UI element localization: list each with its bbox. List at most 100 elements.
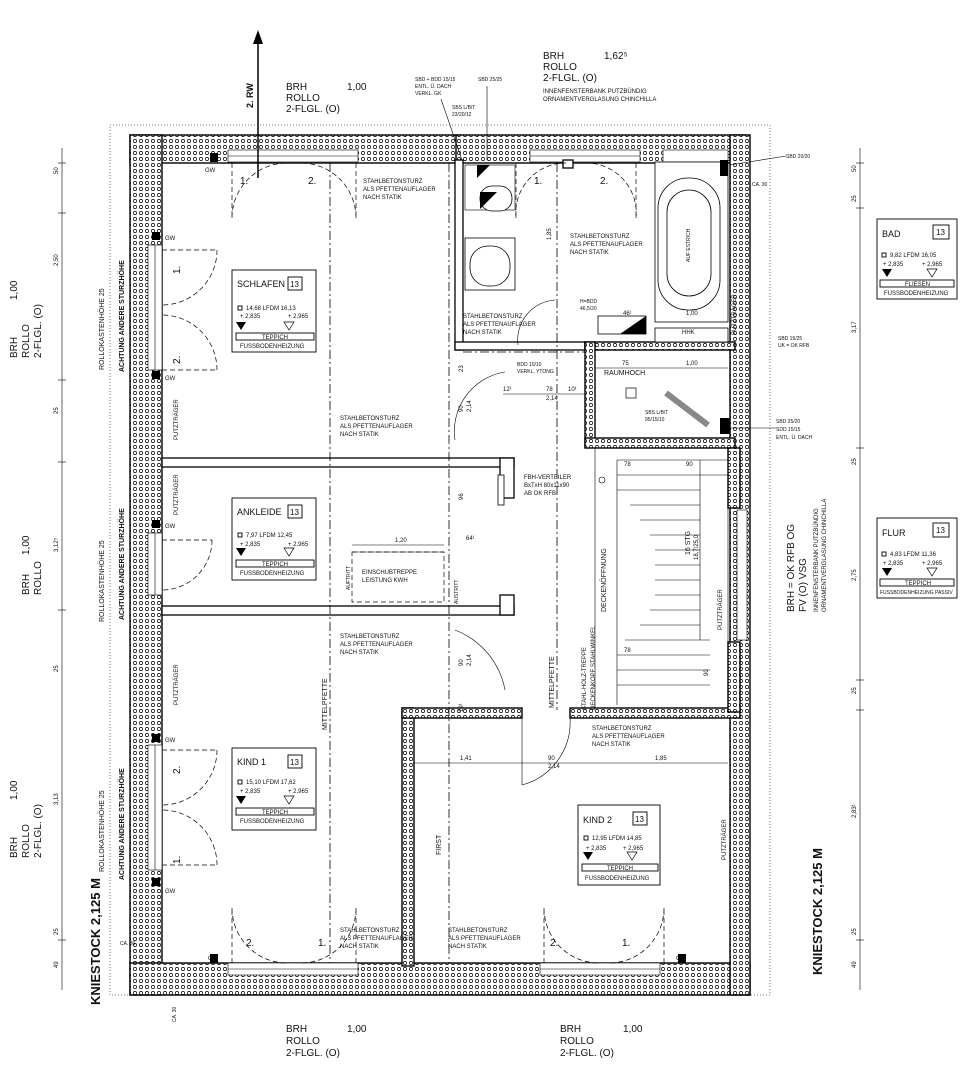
window-type: 2-FLGL. (O) (543, 73, 597, 84)
svg-text:+ 2,835: + 2,835 (883, 561, 904, 567)
svg-text:2.: 2. (172, 356, 183, 364)
dimension: 2,50 (54, 254, 60, 266)
putztraeger-label: PUTZTRÄGER (717, 589, 724, 630)
gw-label: GW (165, 524, 176, 530)
svg-text:4,83 LFDM 11,36: 4,83 LFDM 11,36 (890, 552, 937, 558)
sturz-note: STAHLBETONSTURZ ALS PFETTENAUFLAGER NACH… (448, 928, 521, 950)
dimension: 2,14 (548, 764, 560, 770)
svg-text:NACH STATIK: NACH STATIK (340, 650, 379, 656)
note: SDD 15/15 (776, 427, 801, 433)
dimension: 19¹ (459, 703, 465, 712)
window-type: 2-FLGL. (O) (286, 104, 340, 115)
svg-text:1.: 1. (318, 938, 326, 949)
svg-text:+ 2,965: + 2,965 (288, 542, 309, 548)
rollokasten-note: ROLLOKASTENHÖHE 25 (98, 790, 106, 872)
dimension: 90 (459, 405, 465, 412)
wall-markers (152, 153, 686, 963)
stair-type: STAHL-HOLZ-TREPPE (582, 647, 588, 710)
putztraeger-label: PUTZTRÄGER (721, 819, 728, 860)
aufestrich-label: AUF ESTRICH (686, 228, 692, 262)
bathroom-fixtures (464, 160, 730, 434)
svg-text:12,95 LFDM 14,85: 12,95 LFDM 14,85 (592, 836, 642, 842)
sill-note: INNENFENSTERBANK PUTZBÜNDIG (543, 88, 647, 95)
dimension: 1,85 (547, 228, 553, 240)
rollo-label: ROLLO (286, 93, 320, 104)
dimension: 78 (624, 462, 631, 468)
dimension: 25 (852, 195, 858, 202)
svg-text:1.: 1. (172, 266, 183, 274)
interior-walls (161, 159, 741, 967)
room-stamp-kind1: KIND 1 13 15,10 LFDM 17,62 + 2,835 + 2,9… (231, 747, 317, 831)
note: SBD + BDD 15/15 (415, 77, 456, 83)
brh-label: BRH (543, 51, 564, 62)
rollokasten-note: ROLLOKASTENHÖHE 25 (98, 540, 106, 622)
dimension: 96 (459, 493, 465, 500)
glazing-type: FV (O) VSG (798, 558, 809, 612)
svg-text:+ 2,835: + 2,835 (240, 314, 261, 320)
dimension: 2,75 (852, 569, 858, 581)
putztraeger-label: PUTZTRÄGER (173, 474, 180, 515)
svg-text:FUSSBODENHEIZUNG: FUSSBODENHEIZUNG (240, 819, 305, 825)
dimension: 25 (852, 458, 858, 465)
dimension: 10¹ (568, 387, 577, 393)
svg-text:1.: 1. (534, 176, 542, 187)
svg-text:+ 2,835: + 2,835 (240, 542, 261, 548)
svg-text:ALS PFETTENAUFLAGER: ALS PFETTENAUFLAGER (340, 424, 413, 430)
room-stamp-kind2: KIND 2 13 12,95 LFDM 14,85 + 2,835 + 2,9… (577, 804, 661, 886)
sturz-note: STAHLBETONSTURZ ALS PFETTENAUFLAGER NACH… (463, 314, 536, 336)
svg-text:9,82 LFDM 16,05: 9,82 LFDM 16,05 (890, 253, 937, 259)
svg-text:STAHLBETONSTURZ: STAHLBETONSTURZ (463, 314, 523, 320)
note: BDD 10/10 (517, 362, 542, 368)
brh-note: BRH = OK RFB OG (786, 524, 797, 612)
sturz-note: STAHLBETONSTURZ ALS PFETTENAUFLAGER NACH… (363, 179, 436, 201)
note: SBD 15/25 (778, 336, 802, 342)
svg-text:ALS PFETTENAUFLAGER: ALS PFETTENAUFLAGER (592, 734, 665, 740)
note: SBD 20/20 (786, 154, 810, 160)
glazing-note: ORNAMENTVERGLASUNG CHINCHILLA (543, 97, 656, 103)
first-label: FIRST (436, 834, 443, 855)
austritt-label: AUSTRITT (454, 580, 460, 604)
sturz-note: STAHLBETONSTURZ ALS PFETTENAUFLAGER NACH… (340, 416, 413, 438)
svg-text:NACH STATIK: NACH STATIK (592, 742, 631, 748)
staircase (594, 387, 729, 709)
dimension: 50 (54, 167, 60, 174)
svg-text:13: 13 (635, 815, 644, 824)
svg-text:+ 2,965: + 2,965 (623, 846, 644, 852)
svg-text:NACH STATIK: NACH STATIK (363, 195, 402, 201)
note: UK = OK RFB (778, 343, 810, 349)
svg-text:+ 2,835: + 2,835 (586, 846, 607, 852)
putztraeger-label: PUTZTRÄGER (173, 399, 180, 440)
note: CA. 30 (752, 182, 768, 188)
svg-text:ALS PFETTENAUFLAGER: ALS PFETTENAUFLAGER (363, 187, 436, 193)
sturz-note: STAHLBETONSTURZ ALS PFETTENAUFLAGER NACH… (592, 726, 665, 748)
deckenoeffnung-label: DECKENÖFFNUNG (600, 548, 608, 612)
gw-label: GW (205, 168, 216, 174)
sturz-note: STAHLBETONSTURZ ALS PFETTENAUFLAGER NACH… (340, 928, 413, 950)
note: VERKL. GK (415, 91, 442, 97)
dimension: 3,12⁵ (53, 537, 60, 552)
dimension: 1,00 (686, 311, 698, 317)
dimension: 1,85 (655, 756, 667, 762)
svg-text:+ 2,965: + 2,965 (288, 789, 309, 795)
left-dimension-chain (58, 148, 66, 990)
dimension: 25 (54, 665, 60, 672)
svg-text:+ 2,965: + 2,965 (922, 262, 943, 268)
svg-text:+ 2,835: + 2,835 (240, 789, 261, 795)
mittelpfette-label: MITTELPFETTE (549, 656, 556, 708)
gw-label: GW (165, 376, 176, 382)
dimension: 90 (459, 659, 465, 666)
dimension: 2,83¹ (852, 804, 858, 818)
svg-text:+ 2,835: + 2,835 (883, 262, 904, 268)
dimension: 49 (54, 961, 60, 968)
brh-label: BRH (560, 1024, 581, 1035)
note: ENTL. Ü. DACH (415, 83, 452, 90)
rollo-label: ROLLO (543, 62, 577, 73)
svg-text:2.: 2. (600, 176, 608, 187)
svg-text:FUSSBODENHEIZUNG: FUSSBODENHEIZUNG (240, 571, 305, 577)
gw-label: GW (165, 738, 176, 744)
dimension: 25 (54, 928, 60, 935)
svg-text:FUSSBODENHEIZUNG: FUSSBODENHEIZUNG (884, 291, 949, 297)
auftritt-label: AUFTRITT (346, 566, 352, 590)
dimension: 90 (548, 756, 555, 762)
gw-label: GW (208, 956, 219, 962)
